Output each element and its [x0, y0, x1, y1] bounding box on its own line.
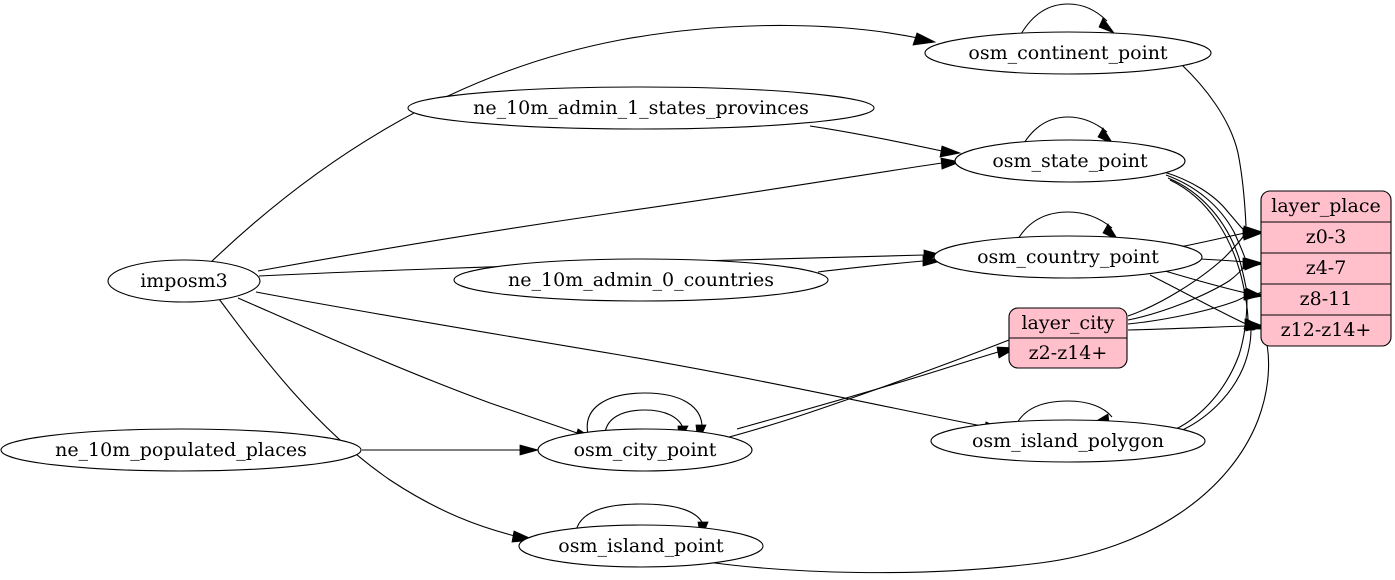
- edge-self-loop-osm-continent-point: [1020, 3, 1116, 35]
- node-ne-10m-admin-1-states-provinces[interactable]: ne_10m_admin_1_states_provinces: [407, 86, 875, 130]
- edge-osm-city-point-to-layer-city: [736, 346, 1018, 430]
- node-layer: imposm3 ne_10m_admin_1_states_provinces …: [0, 31, 1392, 568]
- node-osm-country-point[interactable]: osm_country_point: [933, 235, 1203, 279]
- edge-imposm3-to-osm-continent-point: [209, 24, 937, 264]
- edge-osm-island-polygon-to-layer-place-z12-z14: [1177, 323, 1265, 433]
- node-layer-city[interactable]: layer_city z2-z14+: [1008, 307, 1128, 369]
- edge-imposm3-to-osm-island-point: [218, 298, 536, 543]
- edge-imposm3-to-osm-state-point: [257, 157, 962, 272]
- edge-imposm3-to-osm-island-polygon: [255, 291, 1008, 434]
- node-osm-continent-point[interactable]: osm_continent_point: [924, 31, 1212, 75]
- edge-layer-city-to-layer-place-z4-7: [1127, 259, 1264, 321]
- edge-imposm3-to-osm-city-point: [237, 297, 598, 442]
- edge-layer-city-to-layer-place-z0-3: [1127, 229, 1264, 317]
- edge-osm-state-point-to-layer-place-z8-11: [1167, 177, 1264, 301]
- node-layer-place[interactable]: layer_place z0-3 z4-7 z8-11 z12-z14+: [1260, 190, 1392, 347]
- node-osm-island-point[interactable]: osm_island_point: [518, 524, 764, 568]
- edge-osm-continent-point-to-layer-place-z0-3: [1181, 64, 1264, 239]
- edge-layer-city-to-layer-place-z8-11: [1127, 289, 1265, 325]
- edge-ne-countries-to-osm-country-point: [817, 255, 943, 273]
- edge-osm-island-polygon-to-layer-place-z8-11: [1175, 291, 1263, 430]
- node-osm-state-point[interactable]: osm_state_point: [954, 139, 1186, 183]
- edge-ne-states-to-osm-state-point: [809, 125, 962, 158]
- node-osm-island-polygon[interactable]: osm_island_polygon: [930, 419, 1206, 463]
- node-imposm3[interactable]: imposm3: [107, 259, 261, 303]
- node-ne-10m-admin-0-countries[interactable]: ne_10m_admin_0_countries: [453, 258, 829, 302]
- node-osm-city-point[interactable]: osm_city_point: [537, 428, 753, 472]
- node-ne-10m-populated-places[interactable]: ne_10m_populated_places: [0, 428, 362, 472]
- edge-ne-places-to-osm-city-point: [362, 444, 540, 456]
